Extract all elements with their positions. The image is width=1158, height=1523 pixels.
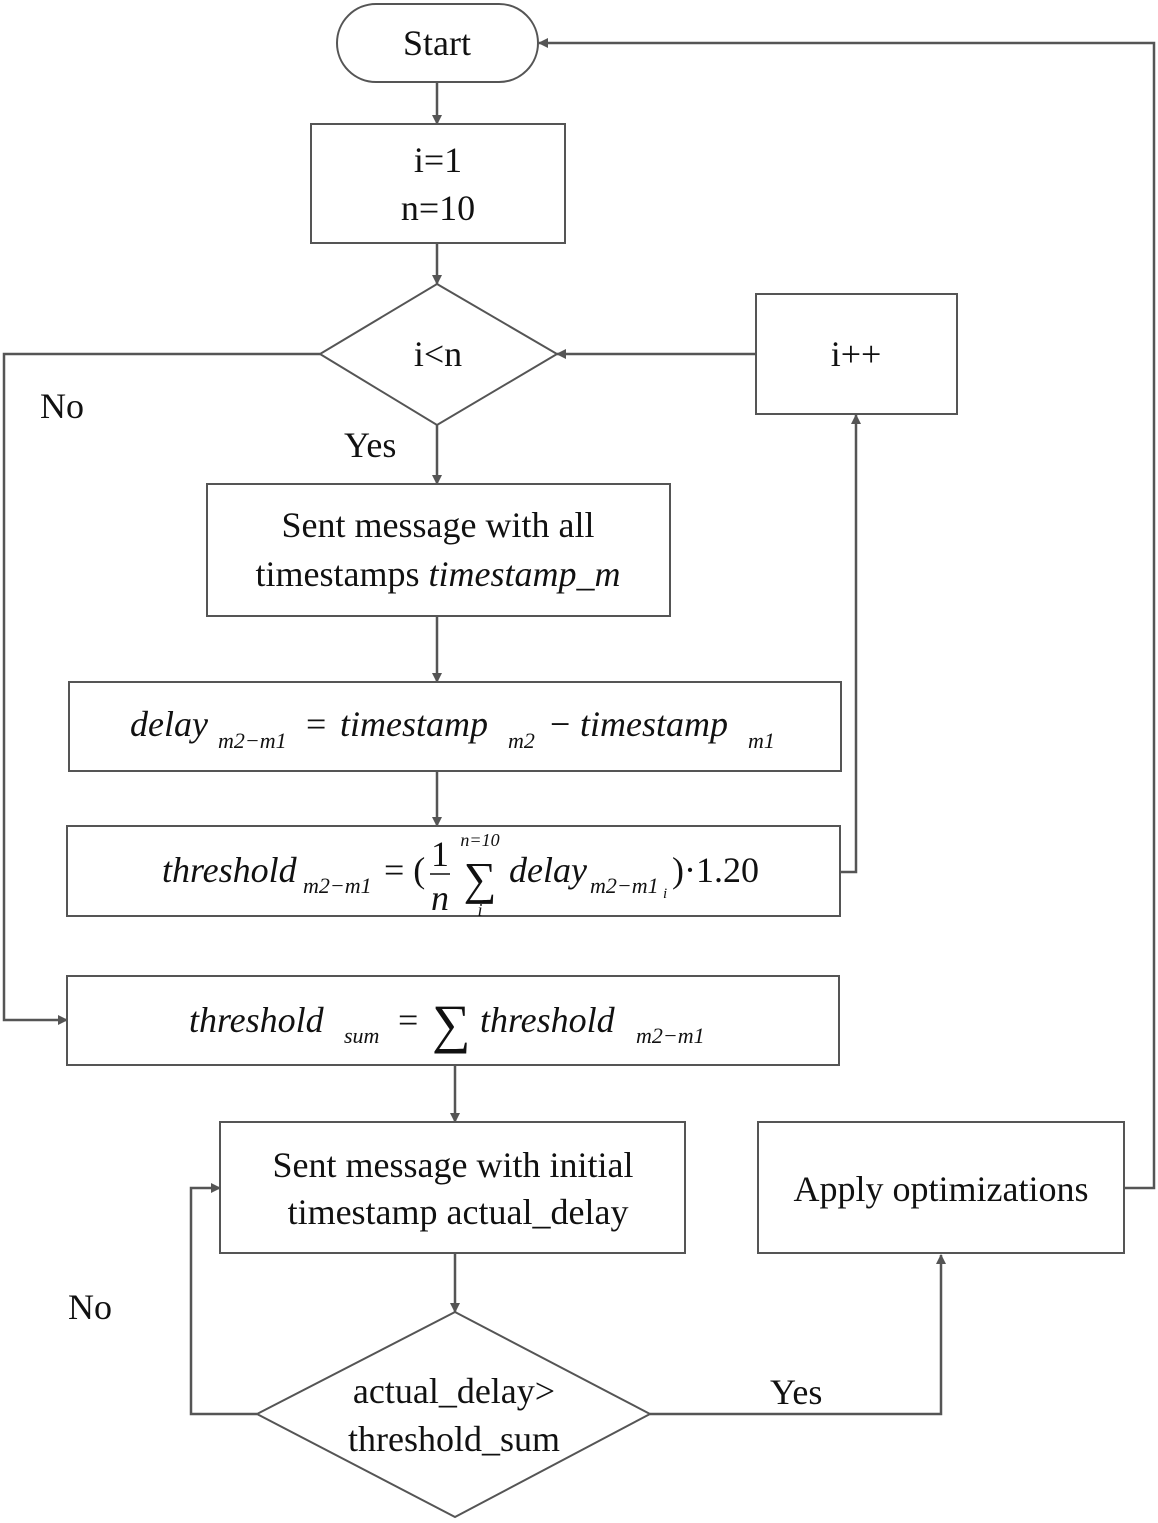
loop-no-label: No: [40, 386, 84, 426]
delay-lhs: delay: [130, 704, 208, 744]
threshold-sigma: ∑: [464, 853, 497, 904]
threshold-formula-node: threshold m2−m1 = ( 1 n n=10 ∑ i delay m…: [66, 825, 841, 920]
apply-node: Apply optimizations: [757, 1121, 1125, 1254]
init-node: i=1 n=10: [310, 123, 566, 244]
threshold-sigma-top: n=10: [460, 830, 499, 850]
delay-t1-sub: m2: [508, 728, 535, 753]
loop-check-label: i<n: [414, 334, 462, 374]
delay-lhs-sub: m2−m1: [218, 728, 287, 753]
send-initial-line-1: Sent message with initial: [273, 1145, 634, 1185]
start-label: Start: [403, 23, 471, 63]
threshold-term: delay: [509, 850, 587, 890]
threshold-term-subsub: i: [663, 886, 667, 902]
delay-check-line-2: threshold_sum: [348, 1419, 560, 1459]
connectors: [2, 38, 1156, 1416]
delay-eq: =: [306, 704, 326, 744]
threshold-term-sub: m2−m1: [590, 873, 659, 898]
delay-minus: −: [550, 704, 570, 744]
delay-t2-sub: m1: [748, 728, 775, 753]
threshold-lhs: threshold: [162, 850, 298, 890]
sum-rhs: threshold: [480, 1000, 616, 1040]
check-yes-label: Yes: [770, 1372, 822, 1412]
threshold-sigma-bottom: i: [477, 900, 482, 920]
init-line-1: i=1: [414, 140, 462, 180]
arrow-check-yes-to-apply: [650, 1254, 946, 1416]
delay-check-node: actual_delay> threshold_sum: [254, 1310, 653, 1519]
delay-check-line-1: actual_delay>: [353, 1371, 555, 1411]
sum-rhs-sub: m2−m1: [636, 1023, 705, 1048]
init-line-2: n=10: [401, 188, 475, 228]
apply-label: Apply optimizations: [794, 1169, 1089, 1209]
send-all-line-1: Sent message with all: [282, 505, 595, 545]
send-initial-line-2: timestamp actual_delay: [288, 1192, 629, 1232]
arrow-check-no-to-sum: [2, 352, 320, 1025]
check-no-label: No: [68, 1287, 112, 1327]
sum-sigma: ∑: [432, 994, 471, 1054]
arrow-apply-to-start: [538, 38, 1156, 1190]
send-initial-node: Sent message with initial timestamp actu…: [219, 1121, 686, 1254]
start-node: Start: [336, 3, 539, 83]
threshold-eq: = (: [384, 850, 425, 890]
arrow-check-no-loop: [189, 1183, 257, 1416]
increment-node: i++: [755, 293, 958, 415]
sum-lhs: threshold: [189, 1000, 325, 1040]
delay-t1: timestamp: [340, 704, 488, 744]
threshold-lhs-sub: m2−m1: [303, 873, 372, 898]
send-all-node: Sent message with all timestamps timesta…: [206, 483, 671, 617]
arrow-threshold-to-increment: [840, 414, 861, 874]
delay-formula-node: delay m2−m1 = timestamp m2 − timestamp m…: [68, 681, 842, 772]
sum-formula-node: threshold sum = ∑ threshold m2−m1: [66, 975, 840, 1066]
threshold-frac-num: 1: [431, 834, 449, 874]
sum-lhs-sub: sum: [344, 1023, 379, 1048]
threshold-tail: )·1.20: [672, 850, 759, 890]
increment-label: i++: [831, 334, 882, 374]
threshold-frac-den: n: [431, 878, 449, 918]
sum-eq: =: [398, 1000, 418, 1040]
loop-yes-label: Yes: [344, 425, 396, 465]
delay-t2: timestamp: [580, 704, 728, 744]
loop-check-node: i<n: [318, 282, 559, 427]
send-all-line-2: timestamps timestamp_m: [256, 554, 621, 594]
